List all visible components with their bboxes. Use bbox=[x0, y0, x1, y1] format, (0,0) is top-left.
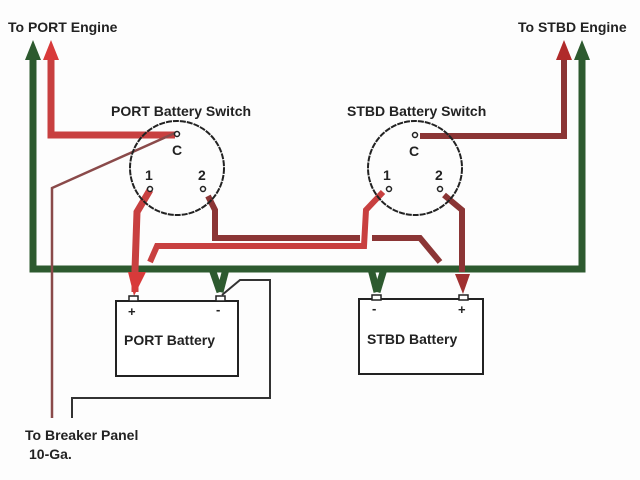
stbd-battery-positive-label: + bbox=[458, 302, 466, 317]
stbd-switch-2-label: 2 bbox=[435, 167, 443, 183]
stbd-engine-positive-wire bbox=[420, 58, 567, 139]
port-sw2-to-stbd-battery bbox=[205, 194, 360, 241]
port-engine-label: To PORT Engine bbox=[8, 19, 118, 35]
ground-wire-port-engine bbox=[29, 58, 586, 273]
port-battery-pos-arrow-icon bbox=[128, 272, 146, 296]
stbd-battery: - + STBD Battery bbox=[358, 294, 484, 375]
port-switch-2-label: 2 bbox=[198, 167, 206, 183]
stbd-switch-label: STBD Battery Switch bbox=[347, 103, 486, 119]
stbd-battery-switch: C 1 2 bbox=[367, 120, 463, 216]
breaker-ground-wire bbox=[71, 279, 271, 418]
ground-arrow-port-icon bbox=[25, 40, 41, 60]
stbd-battery-label: STBD Battery bbox=[367, 331, 457, 347]
stbd-switch-terminal-1 bbox=[385, 185, 393, 193]
port-switch-terminal-c bbox=[173, 130, 181, 138]
port-battery-switch: C 1 2 bbox=[129, 120, 225, 216]
stbd-switch-1-label: 1 bbox=[383, 167, 391, 183]
port-switch-1-label: 1 bbox=[145, 167, 153, 183]
port-switch-terminal-2 bbox=[199, 185, 207, 193]
port-battery: + - PORT Battery bbox=[115, 295, 239, 377]
stbd-battery-negative-label: - bbox=[372, 301, 376, 316]
port-battery-label: PORT Battery bbox=[124, 332, 215, 348]
ground-bus bbox=[29, 58, 586, 294]
breaker-panel-label: To Breaker Panel bbox=[25, 427, 138, 443]
port-switch-terminal-1 bbox=[146, 185, 154, 193]
ground-drop-port-battery-2 bbox=[216, 268, 230, 293]
port-sw2-to-stbd-battery-2 bbox=[372, 235, 443, 264]
port-battery-positive-label: + bbox=[128, 304, 136, 319]
port-switch-label: PORT Battery Switch bbox=[111, 103, 251, 119]
ground-arrow-stbd-icon bbox=[574, 40, 590, 60]
stbd-sw2-to-stbd-battery bbox=[442, 192, 465, 272]
stbd-engine-label: To STBD Engine bbox=[518, 19, 627, 35]
port-positive-arrow-icon bbox=[43, 40, 59, 60]
port-engine-positive-wire bbox=[47, 58, 175, 139]
gauge-label: 10-Ga. bbox=[29, 446, 72, 462]
stbd-sw1-to-port-battery bbox=[147, 189, 386, 264]
stbd-battery-pos-arrow-icon bbox=[455, 274, 470, 294]
stbd-switch-terminal-c bbox=[411, 131, 419, 139]
stbd-positive-arrow-icon bbox=[556, 40, 572, 60]
port-battery-negative-label: - bbox=[216, 302, 220, 317]
ground-drop-stbd-battery-2 bbox=[373, 267, 388, 294]
port-switch-c-label: C bbox=[172, 142, 182, 158]
stbd-switch-c-label: C bbox=[409, 143, 419, 159]
stbd-switch-terminal-2 bbox=[436, 185, 444, 193]
